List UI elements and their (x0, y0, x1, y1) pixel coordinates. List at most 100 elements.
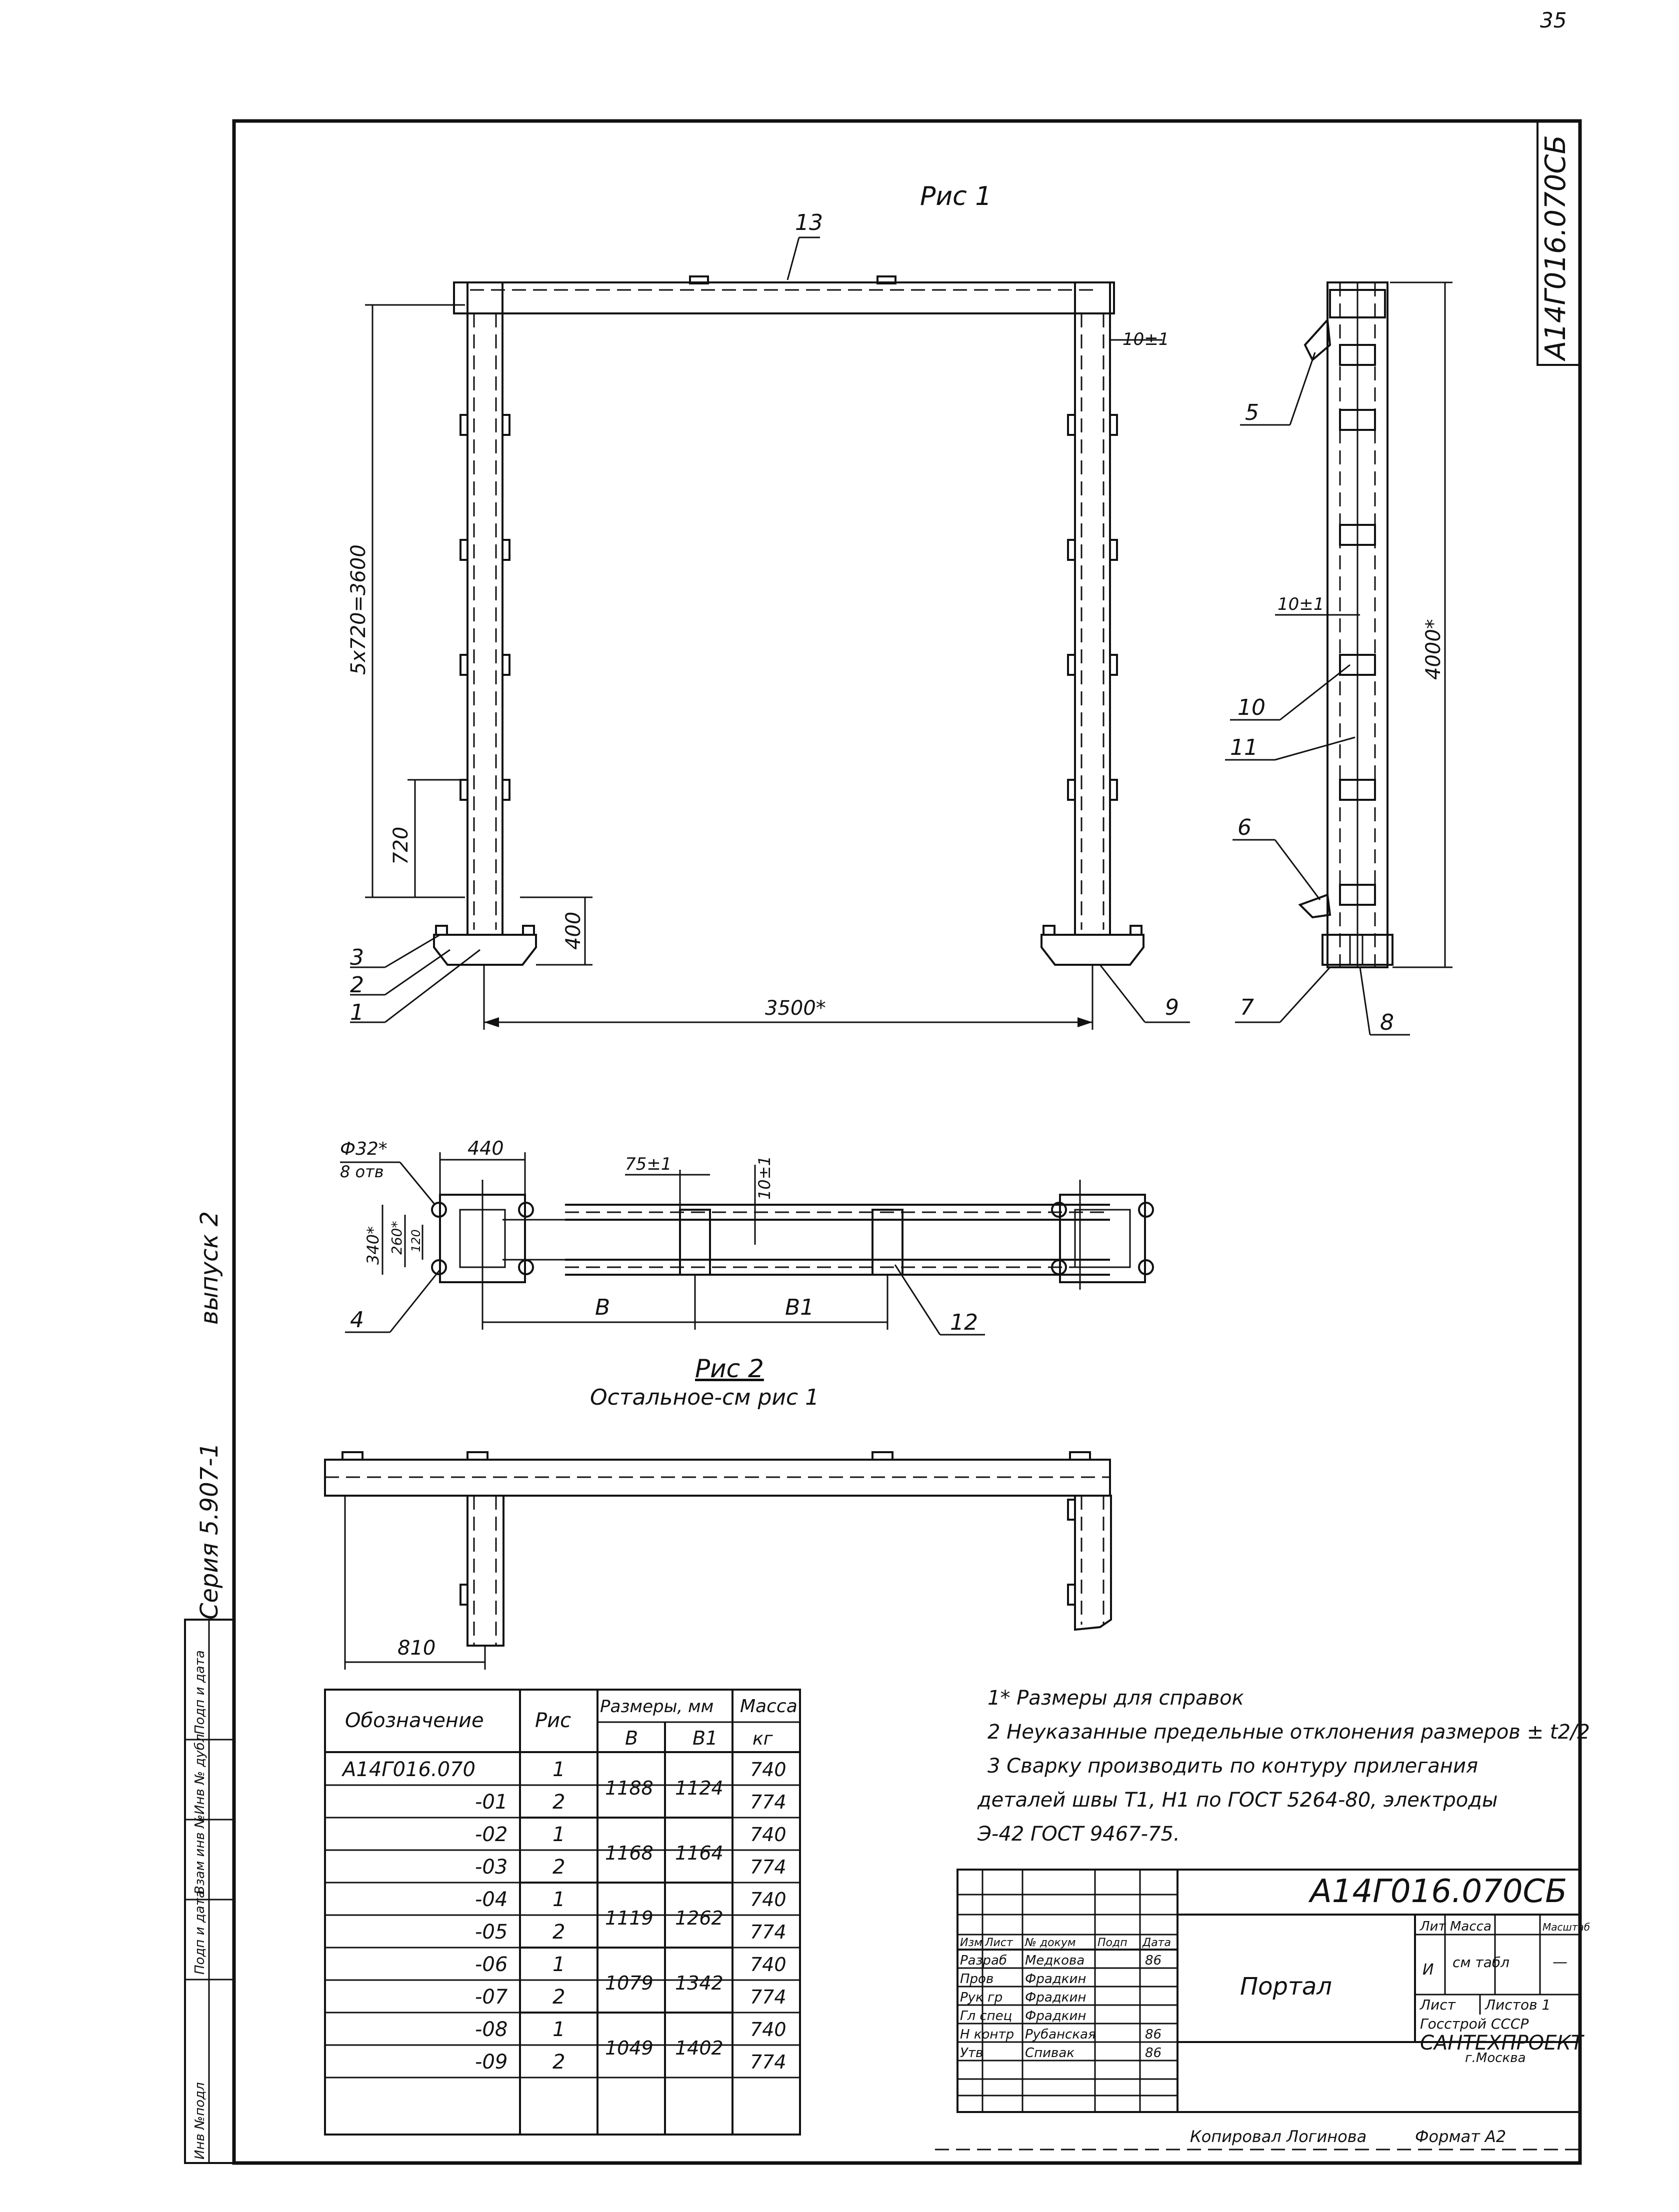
fig2-title: Рис 2 (695, 1354, 764, 1383)
scale-header: Масштаб (1542, 1921, 1590, 1933)
row-b1: 1262 (675, 1907, 724, 1929)
dim-first-step: 720 (390, 827, 412, 865)
note-3-end: Э-42 ГОСТ 9467-75. (977, 1823, 1180, 1846)
role-date: 86 (1145, 1953, 1162, 1968)
row-fig: 1 (552, 1823, 565, 1846)
row-mass: 740 (750, 1954, 786, 1976)
row-designation: -01 (475, 1791, 508, 1814)
lit-value: И (1422, 1961, 1434, 1979)
notes: 1* Размеры для справок 2 Неуказанные пре… (977, 1687, 1590, 1846)
row-designation: -04 (475, 1888, 508, 1911)
th-b1: В1 (692, 1727, 718, 1749)
row-b1: 1402 (675, 2037, 724, 2059)
org-1: Госстрой СССР (1420, 2016, 1528, 2032)
callout-7: 7 (1240, 995, 1254, 1020)
role-label: Пров (960, 1972, 994, 1987)
role-date: 86 (1145, 2027, 1162, 2042)
dim-h120: 120 (409, 1229, 423, 1252)
fig3-partial-view: 810 (324, 1451, 1112, 1670)
sheets-label: Листов 1 (1484, 1997, 1550, 2013)
stamp-sign-label: Подп и дата (192, 1890, 208, 1975)
role-name: Спивак (1025, 2046, 1074, 2061)
lit-header: Лит (1420, 1919, 1446, 1934)
role-label: Н контр (960, 2027, 1014, 2042)
row-mass: 774 (750, 1921, 786, 1943)
fig1-front-view: Рис 1 (347, 181, 1190, 1030)
dim-810: 810 (398, 1637, 436, 1660)
row-fig: 2 (552, 2051, 565, 2074)
row-designation: -03 (475, 1856, 508, 1879)
col-doc: № докум (1024, 1937, 1076, 1949)
note-2: 2 Неуказанные предельные отклонения разм… (988, 1721, 1590, 1744)
dim-beam-height: 5х720=3600 (347, 544, 370, 675)
row-b: 1049 (605, 2037, 654, 2059)
callout-4: 4 (350, 1307, 364, 1333)
dim-width: 440 (468, 1137, 504, 1159)
stamp-inv-label: Инв №подл (192, 2082, 208, 2160)
stamp-replace-label: Взам инв № (192, 1815, 208, 1895)
row-mass: 774 (750, 2051, 786, 2073)
row-mass: 774 (750, 1791, 786, 1813)
row-designation: -02 (475, 1823, 508, 1846)
col-date: Дата (1142, 1937, 1171, 1949)
row-mass: 774 (750, 1986, 786, 2008)
note-3-cont: деталей швы Т1, Н1 по ГОСТ 5264-80, элек… (977, 1789, 1498, 1812)
fig1-side-view: 4000* 10±1 5 10 11 6 7 8 (1225, 281, 1452, 1036)
row-b: 1079 (605, 1972, 654, 1994)
org-3: г.Москва (1465, 2051, 1526, 2066)
fig2-subtitle: Остальное-см рис 1 (590, 1385, 819, 1410)
dim-b: В (595, 1295, 610, 1320)
callout-5: 5 (1245, 400, 1259, 425)
row-fig: 1 (552, 1758, 565, 1781)
holes-label: Ф32* (340, 1139, 388, 1159)
row-b: 1188 (605, 1777, 654, 1799)
vertical-code-box: А14Г016.070СБ (1536, 121, 1580, 366)
col-sign: Подп (1098, 1937, 1128, 1949)
callout-10: 10 (1238, 695, 1266, 720)
row-designation: А14Г016.070 (341, 1758, 476, 1781)
callout-2: 2 (350, 972, 364, 998)
copied-by: Копировал Логинова (1190, 2127, 1366, 2146)
fig2-plan-view: 440 Ф32* 8 отв 340* 260* 120 75±1 10±1 В… (340, 1137, 1154, 1410)
dim-offset: 75±1 (625, 1154, 672, 1174)
role-name: Фрадкин (1025, 2009, 1086, 2024)
doc-name: Портал (1240, 1973, 1332, 2001)
col-list: Лист (984, 1937, 1014, 1949)
th-sizes: Размеры, мм (600, 1697, 714, 1717)
fig1-title: Рис 1 (920, 181, 992, 211)
row-fig: 2 (552, 1856, 565, 1879)
row-mass: 740 (750, 2019, 786, 2041)
row-b: 1168 (605, 1842, 654, 1864)
role-name: Фрадкин (1025, 1990, 1086, 2005)
drawing-frame (232, 119, 1582, 2165)
row-fig: 1 (552, 2018, 565, 2041)
callout-9: 9 (1165, 995, 1179, 1020)
callout-3: 3 (350, 945, 364, 970)
stamp-dup-label: Инв № дубл (192, 1734, 208, 1815)
row-designation: -05 (475, 1921, 508, 1944)
holes-count-label: 8 отв (340, 1162, 384, 1181)
mass-value: см табл (1452, 1954, 1510, 1971)
row-b1: 1164 (675, 1842, 724, 1864)
doc-code: А14Г016.070СБ (1308, 1873, 1567, 1910)
dim-side-height: 4000* (1422, 619, 1445, 680)
row-b: 1119 (605, 1907, 654, 1929)
role-label: Утв (960, 2046, 983, 2061)
note-1: 1* Размеры для справок (988, 1687, 1244, 1710)
dim-gap-side: 10±1 (1278, 594, 1324, 614)
dim-h260: 260* (388, 1221, 405, 1255)
variants-table: Обозначение Рис Размеры, мм В В1 Масса к… (324, 1689, 801, 2136)
page-number: 35 (1540, 8, 1566, 32)
th-mass-unit: кг (752, 1729, 774, 1749)
row-designation: -08 (475, 2018, 508, 2041)
th-mass: Масса (740, 1696, 798, 1717)
series-label: Серия 5.907-1 (196, 1443, 224, 1620)
row-mass: 740 (750, 1889, 786, 1911)
callout-12: 12 (950, 1310, 978, 1335)
th-fig: Рис (535, 1709, 571, 1732)
role-label: Гл спец (960, 2009, 1012, 2024)
callout-8: 8 (1380, 1010, 1394, 1035)
row-designation: -06 (475, 1953, 508, 1976)
format-label: Формат А2 (1415, 2127, 1506, 2146)
